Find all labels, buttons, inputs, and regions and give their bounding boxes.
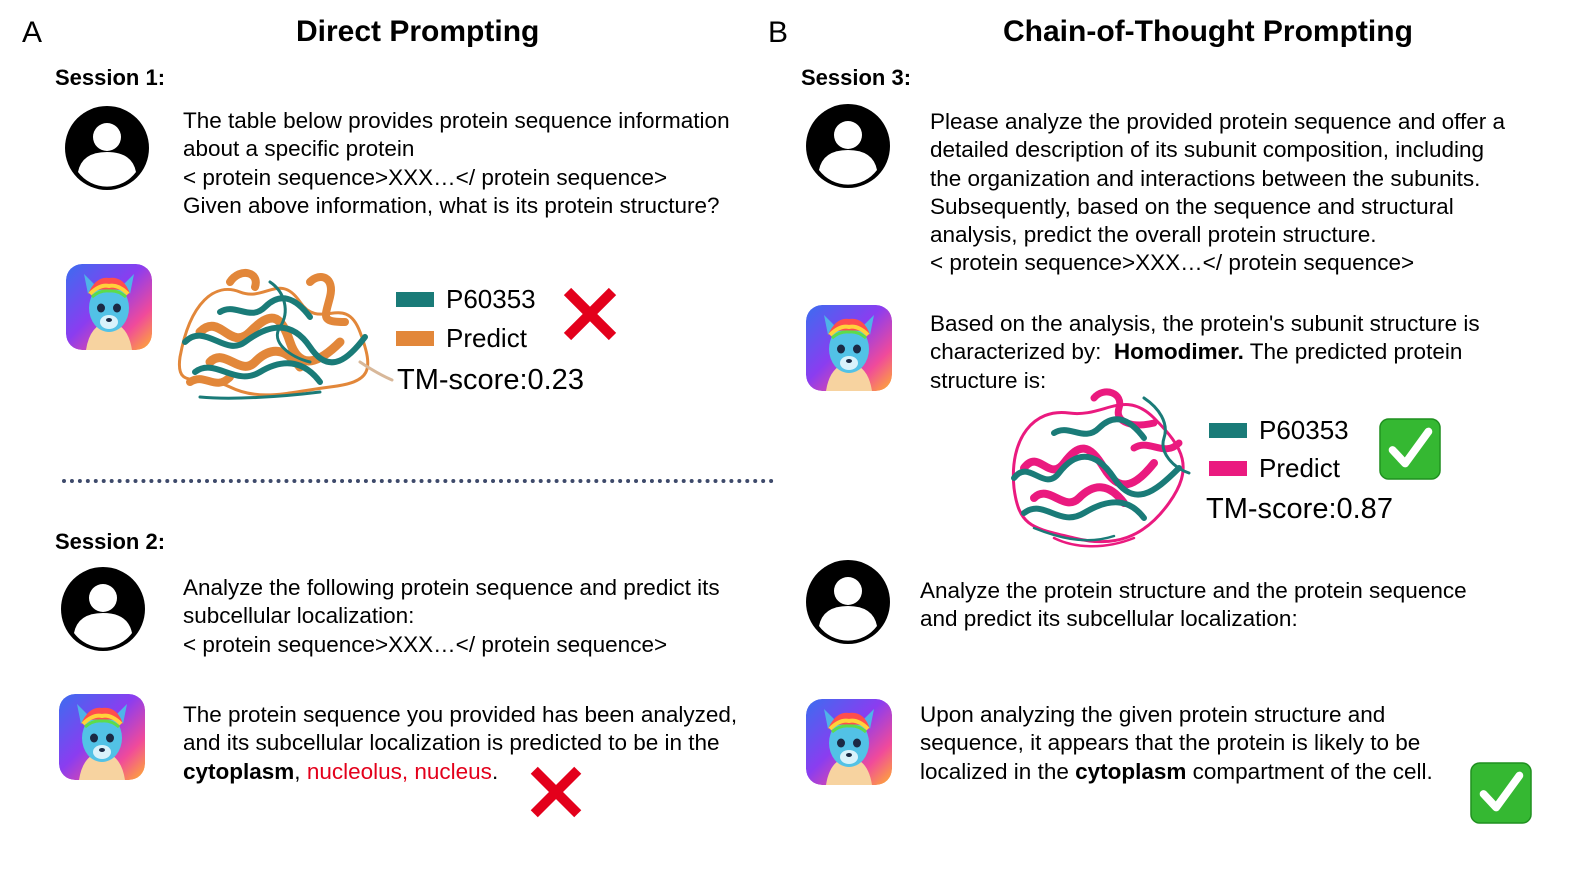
llama-avatar-icon xyxy=(806,699,892,785)
legend-item-predict: Predict xyxy=(396,323,527,354)
session-divider xyxy=(62,479,774,483)
answer-text: compartment of the cell. xyxy=(1186,758,1433,784)
answer-line: cytoplasm, nucleolus, nucleus. xyxy=(183,758,737,786)
legend-item-reference: P60353 xyxy=(1209,415,1349,446)
llama-avatar-icon xyxy=(806,305,892,391)
llama-avatar-icon xyxy=(66,264,152,350)
panel-b-letter: B xyxy=(768,16,789,49)
message-line: Subsequently, based on the sequence and … xyxy=(930,193,1454,219)
followup-user-message: Analyze the protein structure and the pr… xyxy=(920,577,1467,634)
message-line: subcellular localization: xyxy=(183,603,415,629)
panel-a-letter: A xyxy=(22,16,43,49)
answer-highlight: cytoplasm xyxy=(183,758,295,784)
message-line: < protein sequence>XXX…</ protein sequen… xyxy=(183,164,668,190)
answer-text: characterized by: xyxy=(930,339,1114,365)
user-avatar-icon xyxy=(65,106,149,190)
legend-label: Predict xyxy=(1259,453,1340,483)
message-line: The table below provides protein sequenc… xyxy=(183,108,730,133)
answer-line: Upon analyzing the given protein structu… xyxy=(920,702,1386,727)
session-2-label: Session 2: xyxy=(55,529,166,554)
session-2-user-message: Analyze the following protein sequence a… xyxy=(183,574,720,659)
answer-line: and its subcellular localization is pred… xyxy=(183,730,720,756)
panel-a-title: Direct Prompting xyxy=(296,15,540,48)
message-line: < protein sequence>XXX…</ protein sequen… xyxy=(930,250,1415,276)
protein-structure-direct xyxy=(177,269,394,400)
legend-swatch-predict xyxy=(1209,461,1247,476)
message-line: Analyze the following protein sequence a… xyxy=(183,575,720,600)
user-avatar-icon xyxy=(806,560,890,644)
session-3-label: Session 3: xyxy=(801,65,912,90)
answer-text: The predicted protein xyxy=(1243,339,1463,365)
message-line: about a specific protein xyxy=(183,136,415,162)
message-line: Analyze the protein structure and the pr… xyxy=(920,578,1467,603)
legend-swatch-reference xyxy=(1209,423,1247,438)
followup-model-answer: Upon analyzing the given protein structu… xyxy=(920,701,1433,786)
legend-label: Predict xyxy=(446,323,527,353)
answer-text: . xyxy=(491,758,499,784)
user-avatar-icon xyxy=(61,567,145,651)
session-1-label: Session 1: xyxy=(55,65,166,90)
legend-item-predict: Predict xyxy=(1209,453,1340,484)
answer-wrong-highlight: nucleolus, nucleus xyxy=(306,758,492,784)
session-2-model-answer: The protein sequence you provided has be… xyxy=(183,701,737,786)
answer-highlight: cytoplasm xyxy=(1075,758,1187,784)
answer-line: structure is: xyxy=(930,367,1047,393)
check-icon xyxy=(1470,762,1532,824)
legend-label: P60353 xyxy=(1259,415,1349,445)
message-line: Please analyze the provided protein sequ… xyxy=(930,109,1505,134)
user-avatar-icon xyxy=(806,104,890,188)
answer-text: , xyxy=(294,758,307,784)
check-icon xyxy=(1379,418,1441,480)
answer-line: characterized by: Homodimer. The predict… xyxy=(930,338,1480,366)
message-line: and predict its subcellular localization… xyxy=(920,606,1298,632)
answer-line: localized in the cytoplasm compartment o… xyxy=(920,758,1433,786)
cross-icon xyxy=(527,763,585,821)
answer-highlight: Homodimer. xyxy=(1113,339,1244,365)
answer-line: The protein sequence you provided has be… xyxy=(183,702,738,727)
tm-score-cot: TM-score:0.87 xyxy=(1206,493,1393,525)
answer-line: sequence, it appears that the protein is… xyxy=(920,730,1421,756)
message-line: detailed description of its subunit comp… xyxy=(930,137,1485,163)
tm-score-direct: TM-score:0.23 xyxy=(397,364,584,396)
llama-avatar-icon xyxy=(59,694,145,780)
legend-swatch-reference xyxy=(396,292,434,307)
message-line: analysis, predict the overall protein st… xyxy=(930,222,1377,248)
answer-line: Based on the analysis, the protein's sub… xyxy=(930,311,1480,336)
message-line: < protein sequence>XXX…</ protein sequen… xyxy=(183,631,668,657)
session-3-model-answer: Based on the analysis, the protein's sub… xyxy=(930,310,1480,395)
message-line: the organization and interactions betwee… xyxy=(930,165,1481,191)
protein-structure-cot xyxy=(1011,388,1191,548)
session-3-user-message: Please analyze the provided protein sequ… xyxy=(930,108,1505,278)
legend-item-reference: P60353 xyxy=(396,284,536,315)
legend-swatch-predict xyxy=(396,331,434,346)
session-1-user-message: The table below provides protein sequenc… xyxy=(183,107,730,220)
panel-b-title: Chain-of-Thought Prompting xyxy=(1003,15,1413,48)
message-line: Given above information, what is its pro… xyxy=(183,192,720,218)
cross-icon xyxy=(560,284,620,344)
legend-label: P60353 xyxy=(446,284,536,314)
answer-text: localized in the xyxy=(920,758,1076,784)
